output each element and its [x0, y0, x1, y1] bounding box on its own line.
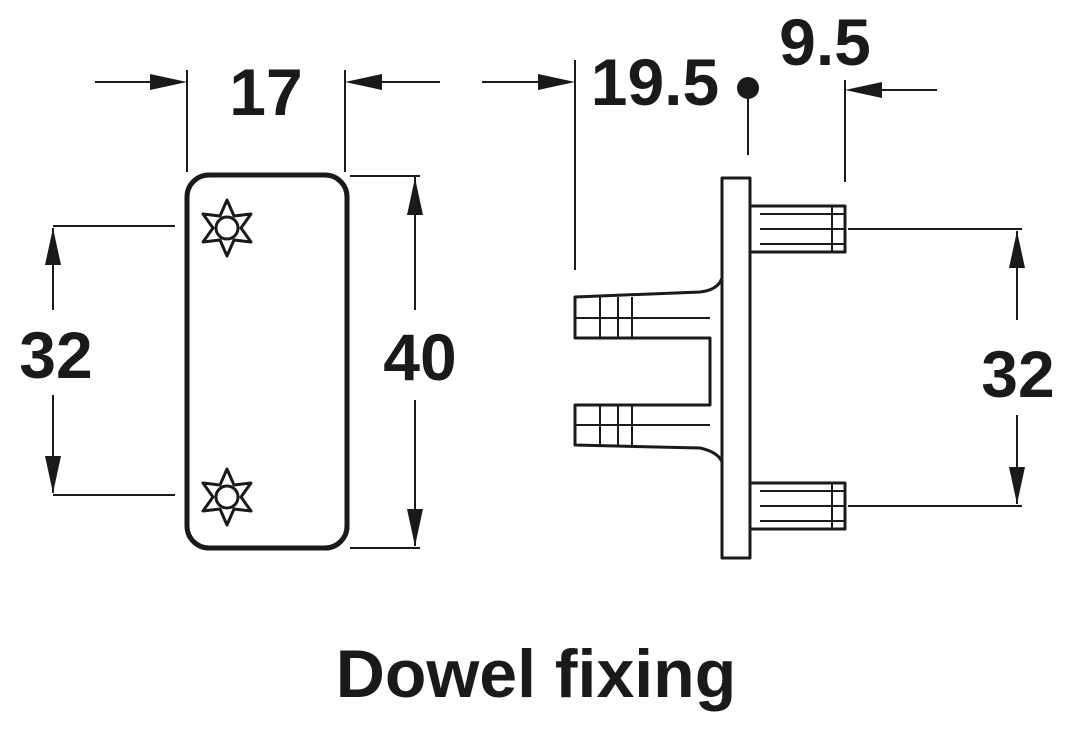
dim-32-side-arrow-bottom [1009, 467, 1025, 504]
dim-19-5-arrow-left [538, 74, 575, 90]
reference-point-dot [737, 77, 759, 99]
side-base-plate [720, 176, 752, 560]
side-clip-body [573, 276, 724, 464]
bottom-hole-star-icon [201, 467, 253, 527]
front-view: 17 40 32 [19, 55, 457, 551]
dim-40-arrow-top [407, 178, 423, 215]
dim-32-front-arrow-bottom [45, 456, 61, 493]
dim-32-side-label: 32 [981, 337, 1054, 411]
dim-32-front-label: 32 [19, 318, 92, 392]
side-view: 19.5 9.5 32 [482, 5, 1055, 560]
dim-32-side-arrow-top [1009, 231, 1025, 268]
front-plate [184, 172, 350, 551]
dim-19-5-label: 19.5 [591, 45, 719, 119]
dim-40-label: 40 [383, 320, 456, 394]
bottom-dowel [748, 481, 847, 531]
dim-40-arrow-bottom [407, 509, 423, 546]
top-dowel [748, 204, 847, 254]
dim-9-5-label: 9.5 [779, 5, 871, 79]
dim-32-front-arrow-top [45, 228, 61, 265]
dim-17-arrow-right [345, 74, 382, 90]
top-hole-star-icon [201, 198, 253, 258]
dim-17-label: 17 [229, 55, 302, 129]
dim-17-arrow-left [150, 74, 187, 90]
dim-9-5-arrow-right [845, 82, 882, 98]
figure-caption: Dowel fixing [335, 636, 737, 712]
